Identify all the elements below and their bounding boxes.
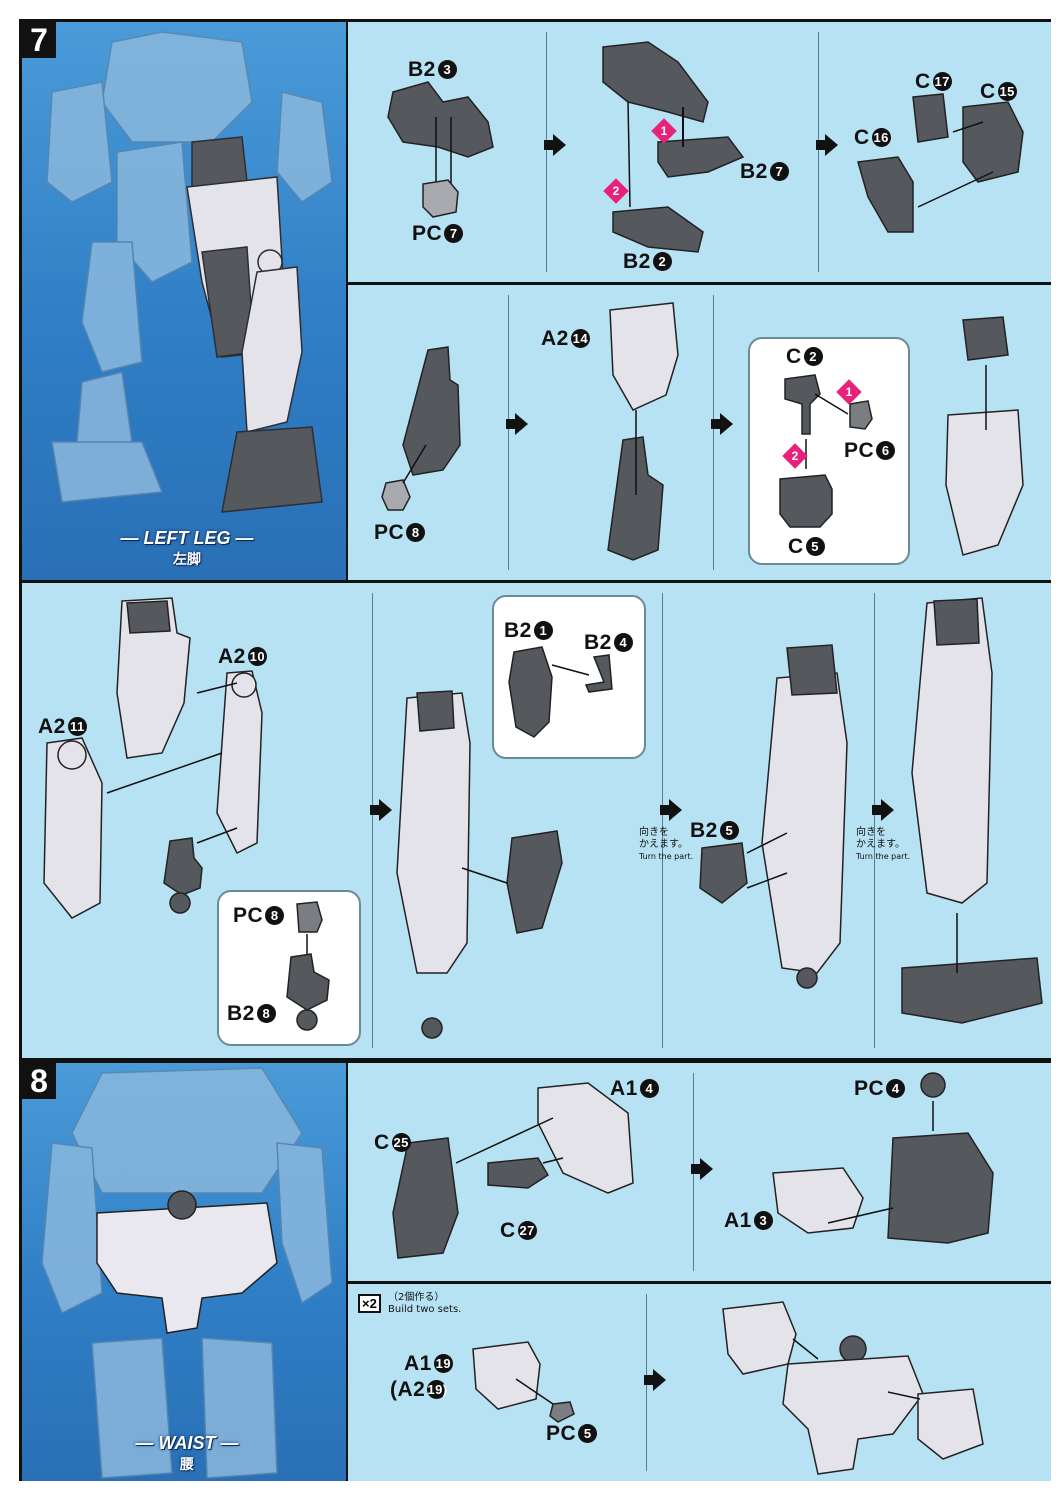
build-two-sets-badge: ×2 — [358, 1294, 381, 1313]
next-arrow — [691, 1158, 713, 1180]
divider — [874, 593, 875, 1048]
turn-part-note: 向きを かえます。 Turn the part. — [639, 827, 694, 861]
left-leg-title: — LEFT LEG — — [120, 528, 254, 548]
divider — [713, 295, 714, 570]
row2-drawings — [381, 302, 1024, 561]
next-arrow — [816, 134, 838, 156]
callout-drawing — [779, 374, 873, 528]
build-two-sets-note: （2個作る）Build two sets. — [388, 1292, 462, 1315]
row4-drawings — [392, 1072, 994, 1259]
next-arrow — [506, 413, 528, 435]
next-arrow — [872, 799, 894, 821]
part-b2-7-drawing — [602, 41, 745, 253]
divider — [546, 32, 547, 272]
callout-drawing — [508, 646, 613, 738]
next-arrow — [370, 799, 392, 821]
next-arrow — [711, 413, 733, 435]
part-c-group-drawing — [857, 93, 1024, 233]
divider — [372, 593, 373, 1048]
left-leg-figure — [46, 31, 333, 513]
part-b2-3-drawing — [387, 81, 494, 218]
row5-drawings — [472, 1301, 984, 1475]
next-arrow — [644, 1369, 666, 1391]
row3-drawings — [43, 597, 1043, 1039]
waist-figure — [41, 1067, 333, 1479]
step8-figure-panel: — WAIST — 腰 — [22, 1063, 346, 1481]
waist-title: — WAIST — — [135, 1433, 239, 1453]
divider — [508, 295, 509, 570]
waist-title-jp: 腰 — [180, 1457, 194, 1473]
step7-figure-panel: — LEFT LEG — 左脚 — [22, 22, 346, 580]
turn-part-note: 向きを かえます。 Turn the part. — [856, 827, 911, 861]
step-marker-2: 2 — [782, 443, 808, 469]
left-leg-title-jp: 左脚 — [173, 552, 201, 568]
step-number-7: 7 — [22, 22, 56, 58]
divider — [662, 593, 663, 1048]
step-number-8: 8 — [22, 1063, 56, 1099]
callout-drawing — [286, 901, 330, 1031]
next-arrow — [544, 134, 566, 156]
step-marker-1: 1 — [836, 379, 862, 405]
next-arrow — [660, 799, 682, 821]
divider — [818, 32, 819, 272]
